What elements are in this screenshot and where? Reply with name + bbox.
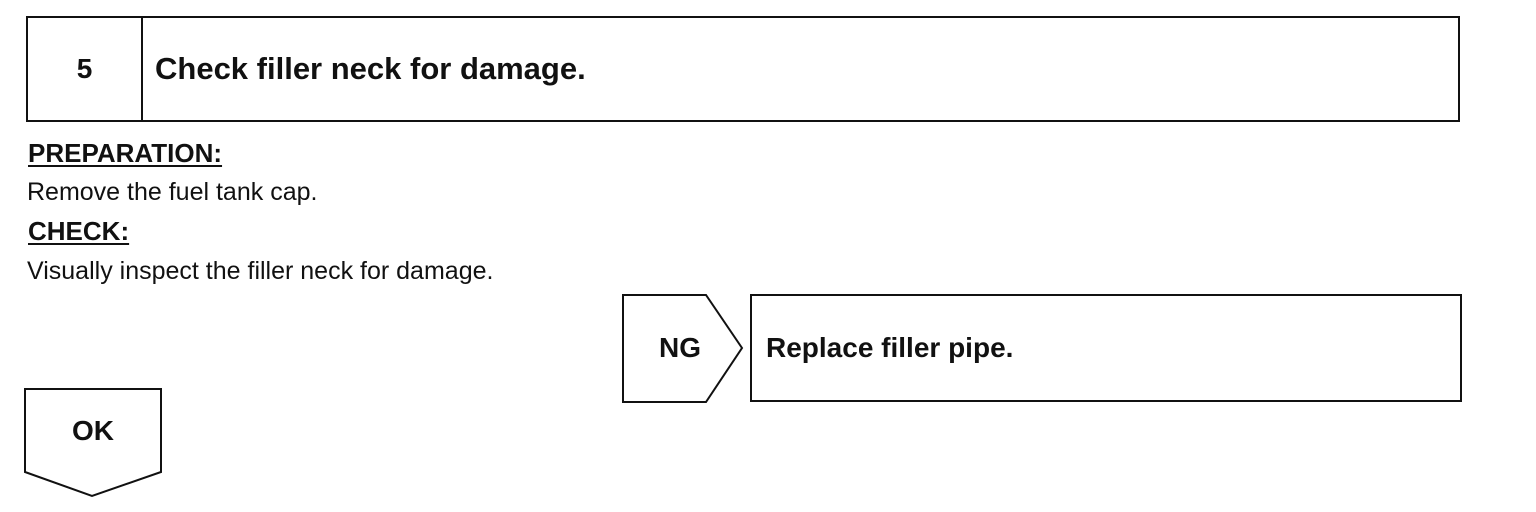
step-title: Check filler neck for damage. [155, 51, 586, 86]
ok-arrow-shape [24, 388, 162, 498]
step-header-box: 5 Check filler neck for damage. [26, 16, 1460, 122]
ng-arrow-shape [622, 294, 744, 403]
ok-label: OK [72, 415, 114, 446]
step-number: 5 [28, 18, 143, 120]
preparation-heading: PREPARATION: [28, 138, 223, 168]
ng-action-text: Replace filler pipe. [766, 332, 1014, 363]
preparation-text: Remove the fuel tank cap. [27, 178, 318, 206]
check-text: Visually inspect the filler neck for dam… [27, 257, 494, 285]
ng-label: NG [659, 332, 701, 363]
ng-action-box: Replace filler pipe. [750, 294, 1462, 402]
check-heading: CHECK: [28, 216, 130, 246]
